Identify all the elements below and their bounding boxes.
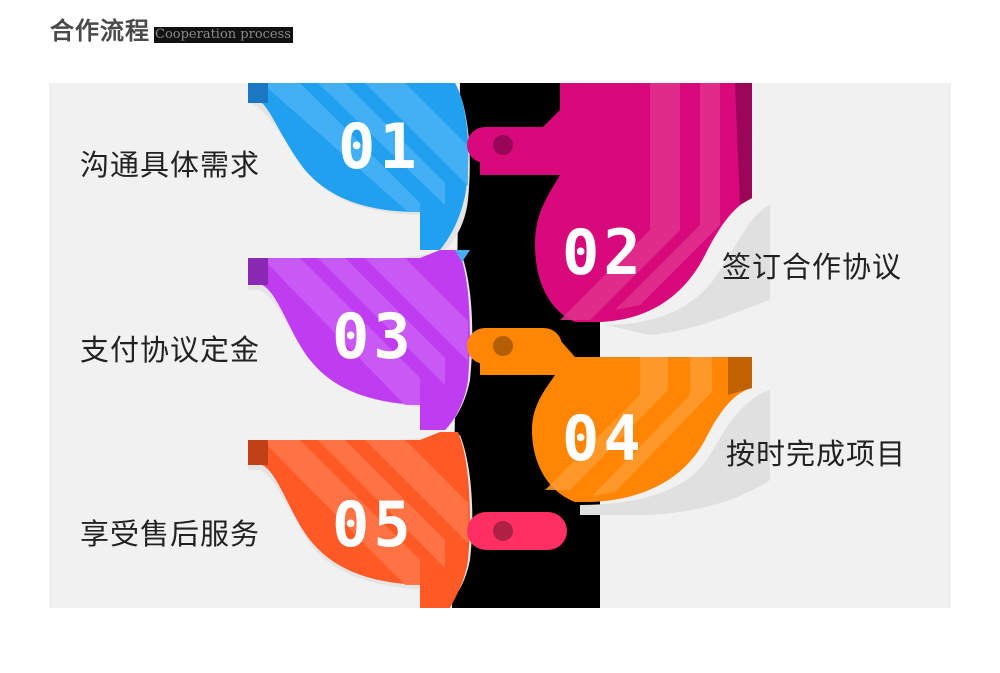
step-03-number: 03 [332, 300, 415, 373]
step-04-number: 04 [562, 402, 645, 475]
section-subtitle: Cooperation process [154, 27, 293, 43]
step-01-label: 沟通具体需求 [80, 148, 261, 182]
step-05-shape [248, 432, 473, 608]
step-02-label: 签订合作协议 [722, 250, 903, 284]
connector-03-04 [467, 328, 562, 364]
step-02-number: 02 [562, 216, 645, 289]
step-05-label: 享受售后服务 [80, 517, 261, 551]
section-header: 合作流程 Cooperation process [50, 14, 293, 46]
connector-05 [467, 512, 567, 550]
step-03-shape [248, 250, 473, 430]
step-01-shape [248, 83, 470, 250]
connector-01-02 [467, 127, 562, 163]
step-03-label: 支付协议定金 [80, 333, 261, 367]
step-04-label: 按时完成项目 [726, 437, 907, 471]
step-01-number: 01 [338, 110, 421, 183]
section-title: 合作流程 [50, 17, 150, 45]
step-05-number: 05 [332, 488, 415, 561]
step-04-shape [480, 340, 770, 515]
